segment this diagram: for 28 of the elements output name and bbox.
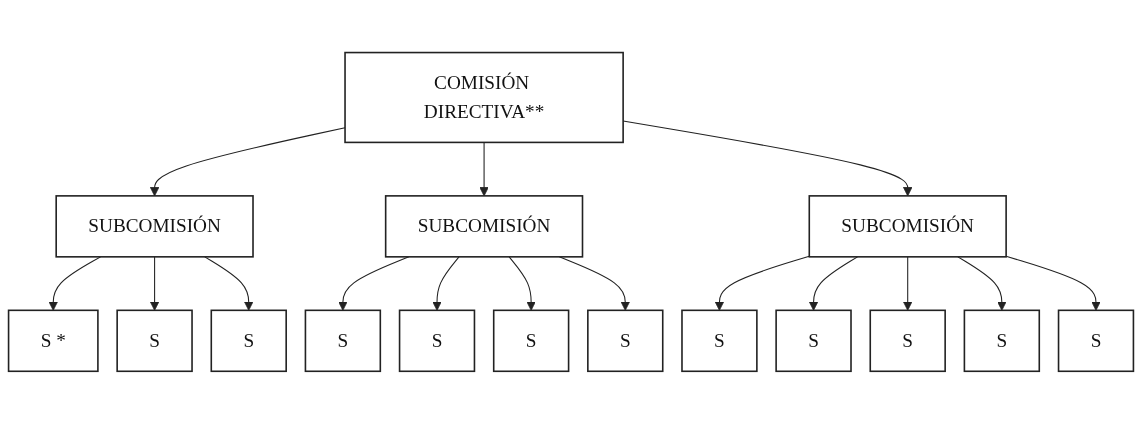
node-box: S	[304, 309, 382, 372]
arrow	[149, 255, 160, 311]
arrow	[508, 255, 536, 311]
arrow	[714, 255, 810, 311]
arrow	[1005, 255, 1101, 311]
node-box: SUBCOMISIÓN	[55, 194, 254, 258]
node-box: S	[869, 309, 946, 372]
arrow	[957, 255, 1007, 311]
arrow	[479, 141, 489, 196]
node-box: S	[210, 309, 287, 372]
node-box: COMISIÓN DIRECTIVA**	[344, 51, 624, 143]
arrow	[204, 255, 254, 311]
arrow	[903, 255, 913, 311]
node-box: S *	[7, 309, 99, 372]
node-box: SUBCOMISIÓN	[808, 194, 1007, 258]
node-box: SUBCOMISIÓN	[384, 194, 584, 258]
node-box: S	[775, 309, 852, 372]
node-box: S	[1057, 309, 1135, 372]
node-box: S	[587, 309, 664, 372]
node-box: S	[398, 309, 476, 372]
node-box: S	[116, 309, 193, 372]
node-box: S	[963, 309, 1041, 372]
arrow	[48, 255, 102, 311]
node-box: S	[492, 309, 570, 372]
arrow	[149, 126, 346, 196]
arrow	[432, 255, 460, 311]
node-box: S	[681, 309, 758, 372]
arrow	[808, 255, 859, 311]
